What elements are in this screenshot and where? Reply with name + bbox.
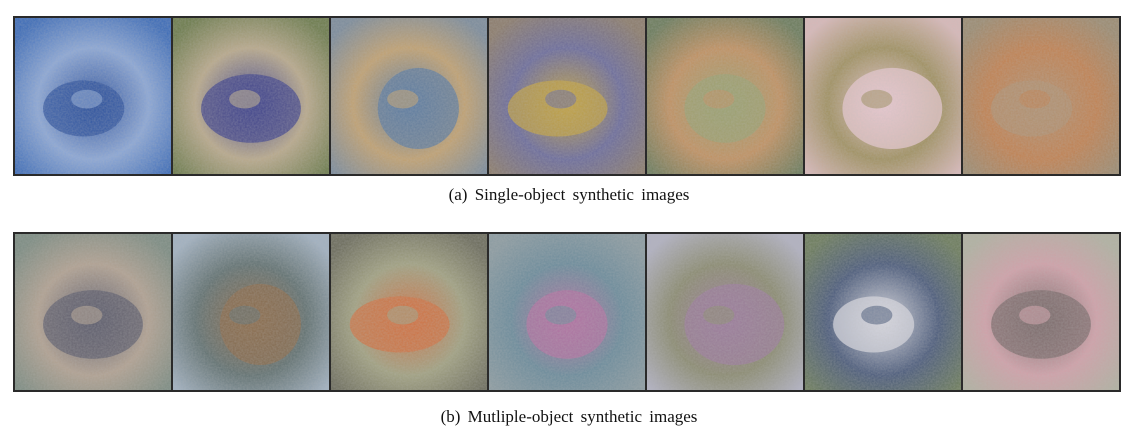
caption-multiple-object: (b) Mutliple-object synthetic images xyxy=(440,407,698,426)
multiple-object-image-strip xyxy=(13,232,1121,392)
single-tile-boat xyxy=(331,18,489,174)
single-tile-bottle xyxy=(805,18,963,174)
multi-tile-bird-and-people xyxy=(805,234,963,390)
single-tile-car xyxy=(173,18,331,174)
multi-tile-bicycles xyxy=(647,234,805,390)
single-tile-airplane xyxy=(15,18,173,174)
multi-tile-horse-and-rider xyxy=(173,234,331,390)
multi-tile-double-decker-buses xyxy=(489,234,647,390)
multi-tile-cow-and-cyclist xyxy=(15,234,173,390)
single-tile-bicycle xyxy=(647,18,805,174)
single-tile-train xyxy=(489,18,647,174)
caption-single-object: (a) Single-object synthetic images xyxy=(448,185,690,204)
multi-tile-car-and-person xyxy=(331,234,489,390)
multi-tile-birds xyxy=(963,234,1119,390)
single-object-image-strip xyxy=(13,16,1121,176)
single-tile-cat xyxy=(963,18,1119,174)
